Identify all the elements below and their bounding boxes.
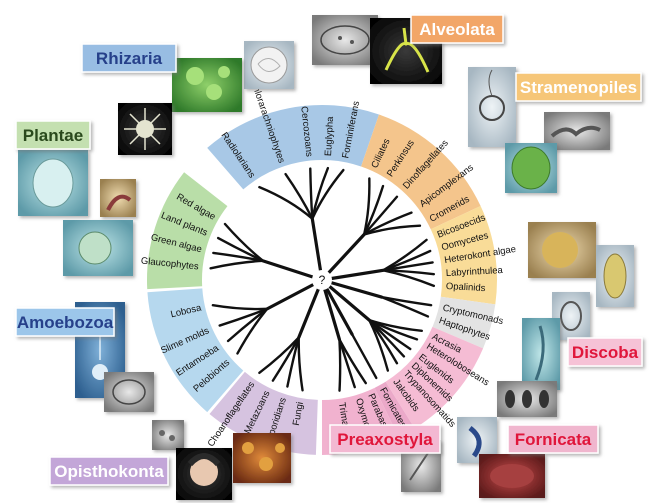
foraminifera-micrograph (244, 41, 294, 89)
branch-rhizaria (310, 217, 324, 282)
micrograph-photos (18, 15, 634, 500)
diplonemid-micrograph (497, 381, 557, 417)
branch-cercozoans (309, 167, 314, 220)
group-label-discoba: Discoba (572, 343, 639, 362)
branch-glaucophytes (209, 259, 265, 270)
taxon-label-opalinids: Opalinids (446, 281, 486, 294)
taxon-label-cercozoans: Cercozoans (298, 106, 314, 158)
taxon-label-euglypha: Euglypha (323, 116, 336, 157)
group-box-plantae: Plantae (15, 120, 91, 150)
cryptomonad-micrograph (528, 222, 596, 278)
group-label-opisthokonta: Opisthokonta (54, 462, 164, 481)
branch-fornicates (350, 333, 378, 380)
group-label-preaxostyla: Preaxostyla (337, 430, 433, 449)
sector-rhizaria (207, 104, 379, 190)
branch-hacrobia (320, 278, 384, 299)
oomycete-micrograph (468, 67, 516, 147)
branch-slime_molds (218, 307, 269, 327)
sector-plantae (147, 172, 228, 290)
group-box-discoba: Discoba (567, 337, 643, 367)
fungi-photo (233, 433, 291, 483)
group-box-amoebozoa: Amoebozoa (15, 307, 115, 337)
branch-radiolarians (258, 185, 314, 220)
green-algae-micrograph (63, 220, 133, 276)
pelobiont-micrograph (104, 372, 154, 412)
group-box-opisthokonta: Opisthokonta (49, 456, 169, 486)
group-box-rhizaria: Rhizaria (81, 43, 177, 73)
trypanosomatid-micrograph (522, 318, 560, 390)
group-box-alveolata: Alveolata (410, 14, 504, 44)
red-algae-photo (100, 179, 136, 217)
ciliate-micrograph (312, 15, 378, 65)
branch-cromerids (362, 224, 422, 236)
branch-fornicata (320, 278, 354, 336)
sector-discoba (385, 326, 484, 429)
branch-opisthokonta (297, 278, 324, 340)
branch-foraminiferans (311, 168, 345, 220)
root-node (312, 270, 332, 290)
branch-stramenopiles (320, 268, 385, 282)
branch-opalinids (382, 269, 436, 288)
group-label-rhizaria: Rhizaria (96, 49, 163, 68)
choanoflagellate-micrograph (152, 420, 184, 450)
branch-haptophytes (380, 295, 430, 318)
phylogenetic-tree (209, 166, 436, 392)
diatom-micrograph (505, 143, 557, 193)
group-labels: Rhizaria AlveolataStramenopilesPlantaeAmo… (15, 14, 643, 486)
branch-choanoflagellates (258, 336, 300, 375)
branch-amoebozoa (265, 278, 324, 311)
branch-discoba (320, 278, 371, 322)
branch-jakobids (368, 318, 390, 372)
branch-chlorarachniophytes (284, 172, 314, 220)
group-label-plantae: Plantae (23, 126, 83, 145)
radiolarian-micrograph (118, 103, 172, 155)
group-label-stramenopiles: Stramenopiles (520, 78, 637, 97)
group-box-stramenopiles: Stramenopiles (515, 72, 642, 102)
metazoan-child-photo (176, 448, 232, 500)
taxon-label-labyrinthulea: Labyrinthulea (446, 265, 504, 279)
group-box-preaxostyla: Preaxostyla (329, 424, 441, 454)
branch-preaxostyla (320, 278, 342, 342)
taxon-label-fungi: Fungi (291, 401, 306, 426)
group-label-alveolata: Alveolata (419, 20, 495, 39)
haptophyte-micrograph (596, 245, 634, 307)
group-label-amoebozoa: Amoebozoa (17, 313, 114, 332)
branch-parabasalids (338, 338, 367, 385)
branch-fungi (297, 336, 304, 392)
sector-amoebozoa (147, 288, 244, 413)
parabasalid-micrograph (479, 454, 545, 498)
sector-stramenopiles (430, 206, 497, 305)
branch-dinoflagellates (362, 195, 399, 236)
branch-red_algae (223, 222, 265, 263)
sector-fornicata (374, 381, 415, 438)
group-box-fornicata: Fornicata (507, 424, 599, 454)
branch-alveolata (320, 232, 366, 282)
root-question-mark: ? (319, 273, 326, 287)
chlorarachniophyte-micrograph (172, 58, 242, 112)
group-label-fornicata: Fornicata (515, 430, 592, 449)
sector-alveolata (361, 114, 481, 230)
branch-trimastix (338, 338, 342, 392)
branch-lobosa (211, 303, 269, 311)
plantae-cell-micrograph (18, 150, 88, 216)
sector-hacrobia (432, 296, 496, 349)
branch-plantae (261, 259, 324, 282)
